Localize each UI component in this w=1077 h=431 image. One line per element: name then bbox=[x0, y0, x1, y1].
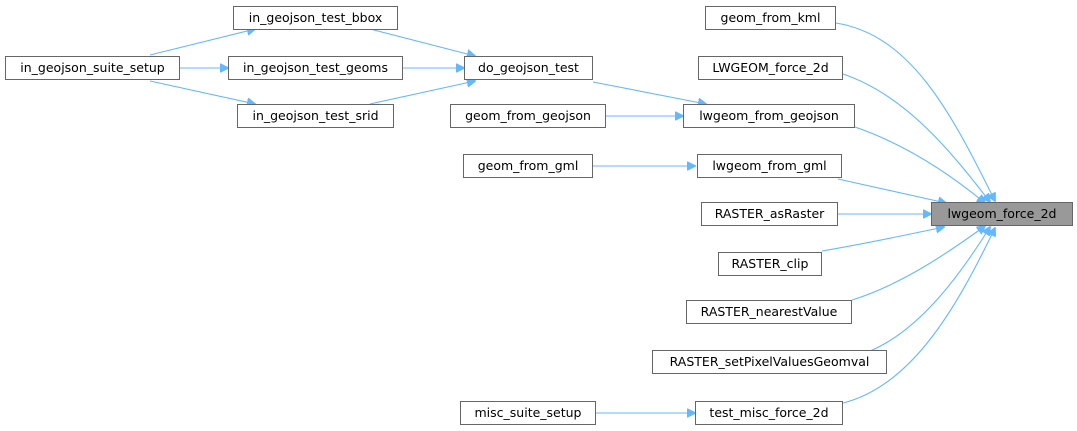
edge-LWGEOM-force-2d-to-lwgeom-force-2d bbox=[842, 73, 990, 202]
node-lwgeom-from-geojson[interactable]: lwgeom_from_geojson bbox=[683, 104, 855, 128]
edge-test-srid-to-do-geojson-test bbox=[369, 81, 475, 105]
node-geom-from-geojson[interactable]: geom_from_geojson bbox=[450, 104, 606, 128]
node-do-geojson-test[interactable]: do_geojson_test bbox=[464, 56, 593, 80]
edge-suite-setup-to-test-srid bbox=[149, 80, 255, 104]
node-misc-suite-setup[interactable]: misc_suite_setup bbox=[460, 401, 596, 425]
node-lwgeom-from-gml[interactable]: lwgeom_from_gml bbox=[697, 154, 842, 178]
edge-do-geojson-test-to-lwgeom-from-geojson bbox=[592, 81, 706, 104]
edge-RASTER-setPixelValuesGeomval-to-lwgeom-force-2d bbox=[869, 227, 990, 352]
node-RASTER-clip[interactable]: RASTER_clip bbox=[718, 252, 822, 276]
node-lwgeom-force-2d[interactable]: lwgeom_force_2d bbox=[931, 202, 1073, 226]
node-geom-from-gml[interactable]: geom_from_gml bbox=[463, 154, 593, 178]
node-in-geojson-suite-setup[interactable]: in_geojson_suite_setup bbox=[5, 56, 180, 80]
edge-lwgeom-from-gml-to-lwgeom-force-2d bbox=[837, 178, 946, 203]
node-in-geojson-test-srid[interactable]: in_geojson_test_srid bbox=[237, 104, 394, 128]
edge-geom-from-kml-to-lwgeom-force-2d bbox=[835, 22, 995, 201]
node-geom-from-kml[interactable]: geom_from_kml bbox=[705, 6, 836, 30]
node-in-geojson-test-bbox[interactable]: in_geojson_test_bbox bbox=[233, 6, 398, 30]
node-RASTER-nearestValue[interactable]: RASTER_nearestValue bbox=[686, 300, 852, 324]
node-RASTER-asRaster[interactable]: RASTER_asRaster bbox=[701, 202, 838, 226]
edge-RASTER-clip-to-lwgeom-force-2d bbox=[821, 227, 944, 252]
node-in-geojson-test-geoms[interactable]: in_geojson_test_geoms bbox=[228, 56, 403, 80]
edge-test-misc-force-2d-to-lwgeom-force-2d bbox=[842, 228, 995, 404]
edge-test-bbox-to-do-geojson-test bbox=[369, 28, 475, 56]
edge-lwgeom-from-geojson-to-lwgeom-force-2d bbox=[851, 125, 985, 203]
node-test-misc-force-2d[interactable]: test_misc_force_2d bbox=[695, 401, 843, 425]
edge-RASTER-nearestValue-to-lwgeom-force-2d bbox=[851, 226, 985, 301]
node-RASTER-setPixelValuesGeomval[interactable]: RASTER_setPixelValuesGeomval bbox=[652, 350, 887, 374]
edge-suite-setup-to-test-bbox bbox=[149, 29, 255, 56]
node-LWGEOM-force-2d[interactable]: LWGEOM_force_2d bbox=[698, 56, 843, 80]
